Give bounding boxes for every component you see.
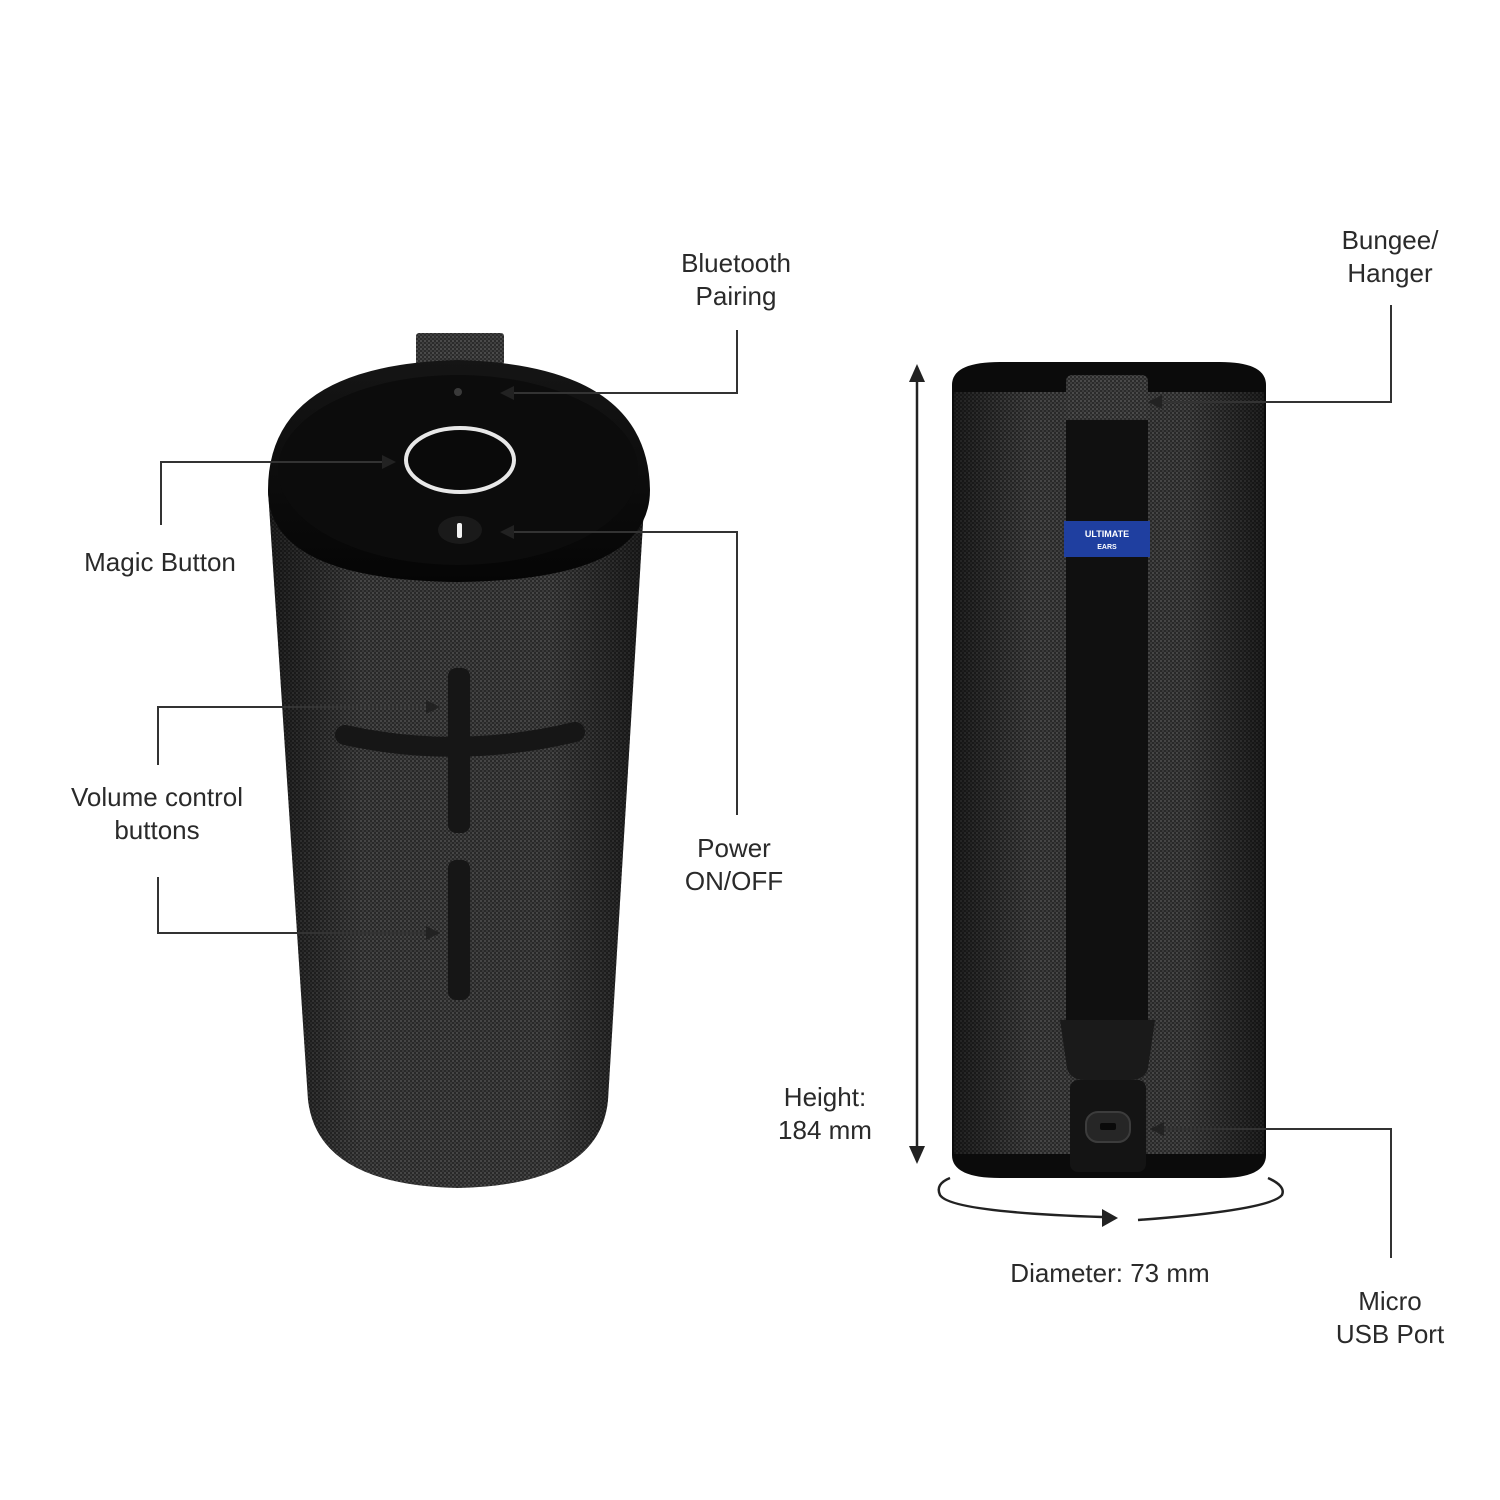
- height-dimension-arrow: [909, 364, 925, 1164]
- bungee-hanger-strap: [1066, 375, 1148, 427]
- brand-badge-line-2: EARS: [1097, 544, 1117, 551]
- volume-down-callout-line: [157, 877, 428, 934]
- front-hanger-loop: [416, 333, 504, 365]
- brand-badge: [1064, 521, 1150, 557]
- callout-lines: [157, 305, 1392, 1258]
- bluetooth-pairing-button[interactable]: [454, 388, 462, 396]
- strap-clip: [1060, 1020, 1155, 1080]
- volume-up-crossbar: [335, 722, 585, 757]
- volume-up-callout-line: [157, 706, 428, 765]
- bungee-hanger-label: Bungee/ Hanger: [1341, 225, 1439, 288]
- diameter-dimension-arrow: [937, 1176, 1284, 1227]
- volume-down-button[interactable]: [448, 860, 470, 1000]
- magic-button-label: Magic Button: [84, 547, 236, 577]
- micro-usb-label: Micro USB Port: [1335, 1286, 1445, 1349]
- usb-callout-line: [1162, 1128, 1392, 1258]
- diameter-label: Diameter: 73 mm: [1010, 1258, 1210, 1288]
- bluetooth-pairing-label: Bluetooth Pairing: [681, 248, 791, 311]
- bungee-callout-line: [1160, 305, 1392, 403]
- power-callout-line: [512, 531, 738, 815]
- magic-button[interactable]: [404, 426, 516, 494]
- power-label: Power ON/OFF: [684, 833, 784, 896]
- magic-button-callout-line: [160, 461, 384, 525]
- volume-control-label: Volume control buttons: [71, 782, 243, 845]
- back-speaker: ULTIMATE EARS: [952, 362, 1266, 1178]
- height-label: Height: 184 mm: [778, 1082, 872, 1145]
- brand-badge-line-1: ULTIMATE: [1085, 529, 1129, 539]
- front-speaker: [268, 333, 650, 1188]
- bluetooth-callout-line: [512, 330, 738, 394]
